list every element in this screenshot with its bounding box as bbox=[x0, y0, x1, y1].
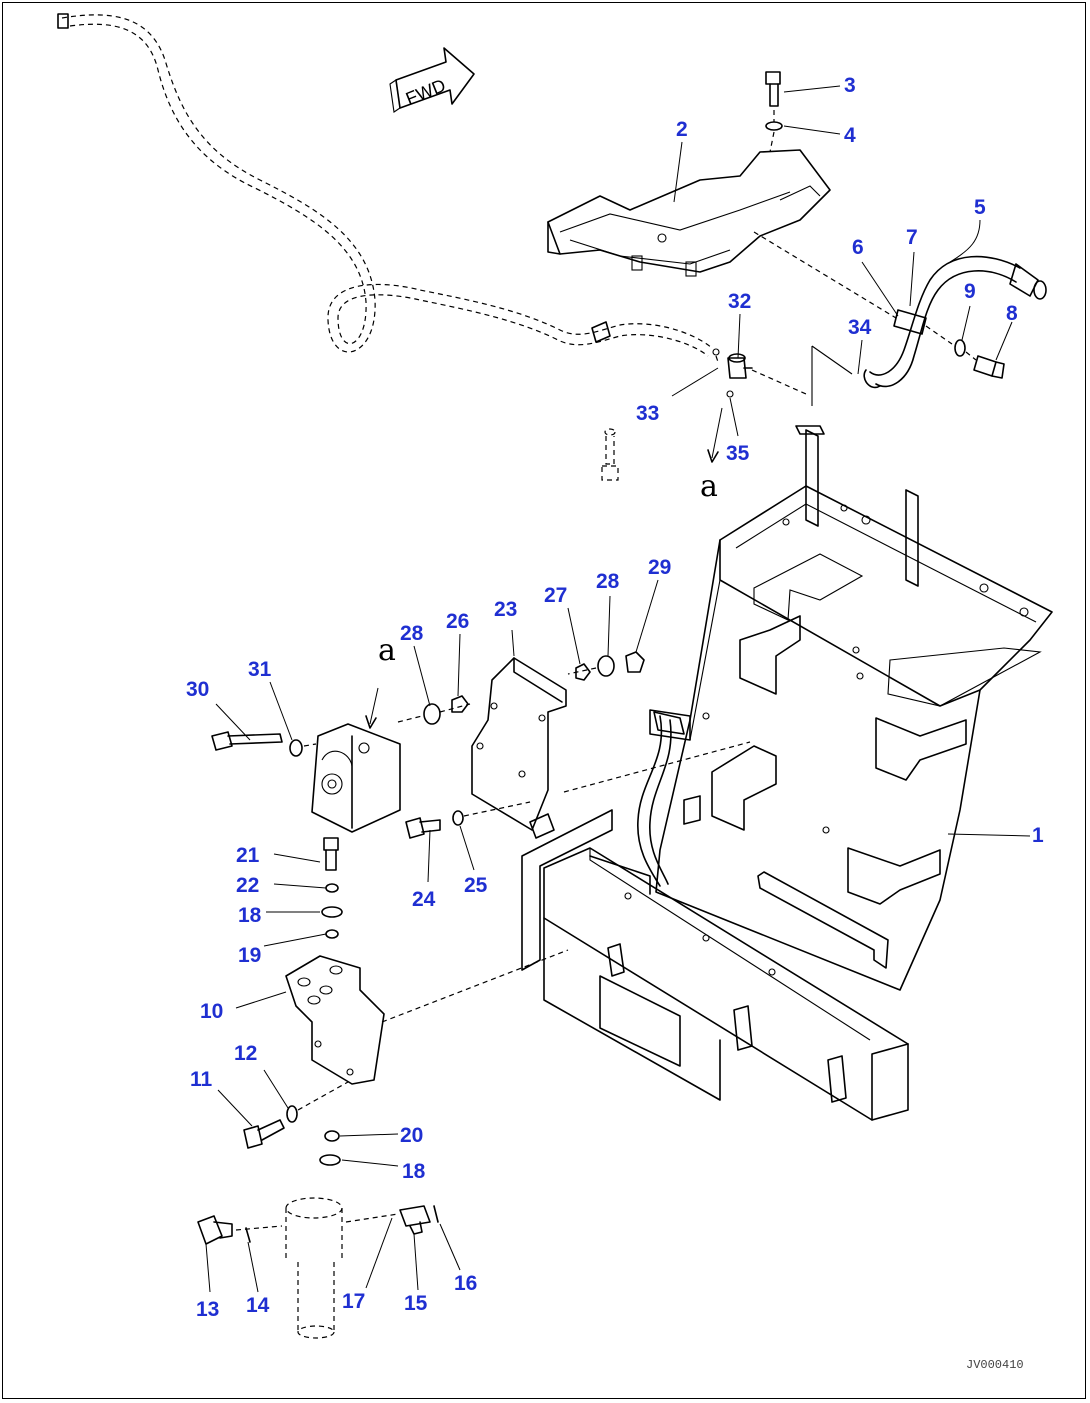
callout-14: 14 bbox=[246, 1294, 270, 1317]
bolt-part-21 bbox=[323, 837, 339, 871]
callout-29: 29 bbox=[648, 556, 671, 579]
leader-dash-27 bbox=[567, 667, 597, 675]
bolt-part-3 bbox=[765, 71, 783, 153]
leader-dash-23 bbox=[563, 741, 751, 793]
bolt-part-24 bbox=[405, 817, 441, 839]
nut-part-26 bbox=[451, 695, 469, 713]
leader-dash-17 bbox=[345, 1213, 399, 1223]
callout-30: 30 bbox=[186, 678, 209, 701]
fitting-part-32 bbox=[712, 345, 853, 406]
washer-part-31 bbox=[289, 739, 303, 757]
bracket-part-23 bbox=[471, 657, 567, 839]
callout-26: 26 bbox=[446, 610, 469, 633]
callout-21: 21 bbox=[236, 844, 260, 867]
leader-dash-24 bbox=[463, 801, 531, 817]
view-a-arrow-head-2 bbox=[365, 715, 377, 729]
washer-part-18b bbox=[319, 1154, 341, 1166]
ghost-bolt bbox=[601, 428, 619, 481]
filter-part-17 bbox=[285, 1197, 343, 1339]
callout-18b: 18 bbox=[402, 1160, 426, 1183]
callout-32: 32 bbox=[728, 290, 751, 313]
callout-17: 17 bbox=[342, 1290, 365, 1313]
fitting-part-15 bbox=[399, 1205, 431, 1235]
leader-dash-12 bbox=[297, 1081, 349, 1111]
nut-part-19 bbox=[325, 929, 339, 939]
callout-35: 35 bbox=[726, 442, 750, 465]
callout-15: 15 bbox=[404, 1292, 428, 1315]
leader-dash-block bbox=[397, 715, 423, 723]
wiring-harness bbox=[57, 13, 713, 357]
callout-3: 3 bbox=[844, 74, 856, 97]
washer-part-28b bbox=[597, 655, 615, 677]
callout-23: 23 bbox=[494, 598, 517, 621]
frame-part-1 bbox=[521, 425, 1053, 1121]
view-a-arrow bbox=[711, 407, 723, 459]
callout-11: 11 bbox=[190, 1068, 213, 1091]
callout-2: 2 bbox=[676, 118, 688, 141]
bracket-part-10 bbox=[285, 949, 569, 1085]
fwd-arrow-icon: FWD bbox=[389, 47, 475, 113]
fitting-part-13 bbox=[197, 1215, 233, 1245]
leader-dash-31 bbox=[303, 743, 317, 747]
bolt-part-30 bbox=[211, 731, 283, 751]
callout-18a: 18 bbox=[238, 904, 262, 927]
washer-part-12 bbox=[286, 1105, 298, 1123]
leader-lines bbox=[205, 85, 1031, 1293]
callout-24: 24 bbox=[412, 888, 436, 911]
callout-25: 25 bbox=[464, 874, 488, 897]
oring-part-16 bbox=[433, 1205, 439, 1223]
nut-part-29 bbox=[625, 651, 645, 673]
fwd-label: FWD bbox=[403, 75, 448, 109]
callout-34: 34 bbox=[848, 316, 872, 339]
callout-12: 12 bbox=[234, 1042, 257, 1065]
callout-labels: 1 2 3 4 5 6 7 8 9 10 11 12 13 14 15 16 1… bbox=[186, 74, 1044, 1321]
nut-part-27 bbox=[575, 663, 591, 681]
callout-22: 22 bbox=[236, 874, 259, 897]
callout-4: 4 bbox=[844, 124, 856, 147]
view-ref-a-block: a bbox=[378, 633, 396, 668]
callout-28a: 28 bbox=[400, 622, 424, 645]
callout-16: 16 bbox=[454, 1272, 477, 1295]
callout-9: 9 bbox=[964, 280, 976, 303]
callout-1: 1 bbox=[1032, 824, 1044, 847]
washer-part-22 bbox=[325, 883, 339, 893]
callout-10: 10 bbox=[200, 1000, 223, 1023]
leader-dash-13 bbox=[235, 1225, 283, 1231]
hose-part-5 bbox=[753, 231, 1047, 389]
view-a-arrow-head bbox=[707, 449, 719, 463]
washer-part-25 bbox=[452, 810, 464, 826]
callout-19: 19 bbox=[238, 944, 261, 967]
bracket-part-2 bbox=[547, 149, 831, 277]
callout-7: 7 bbox=[906, 226, 918, 249]
callout-28b: 28 bbox=[596, 570, 620, 593]
washer-part-28a bbox=[423, 703, 441, 725]
view-a-arrow-2 bbox=[369, 687, 379, 725]
drawing-code: JV000410 bbox=[966, 1358, 1024, 1372]
oring-part-14 bbox=[245, 1227, 251, 1243]
pump-block bbox=[311, 723, 401, 833]
nut-part-20 bbox=[324, 1130, 340, 1142]
washer-part-18a bbox=[321, 906, 343, 918]
callout-31: 31 bbox=[248, 658, 272, 681]
callout-13: 13 bbox=[196, 1298, 219, 1321]
view-ref-a-top: a bbox=[700, 469, 718, 504]
callout-27: 27 bbox=[544, 584, 567, 607]
bolt-part-11 bbox=[243, 1119, 285, 1149]
callout-8: 8 bbox=[1006, 302, 1018, 325]
callout-5: 5 bbox=[974, 196, 986, 219]
callout-33: 33 bbox=[636, 402, 659, 425]
callout-6: 6 bbox=[852, 236, 864, 259]
callout-20: 20 bbox=[400, 1124, 423, 1147]
